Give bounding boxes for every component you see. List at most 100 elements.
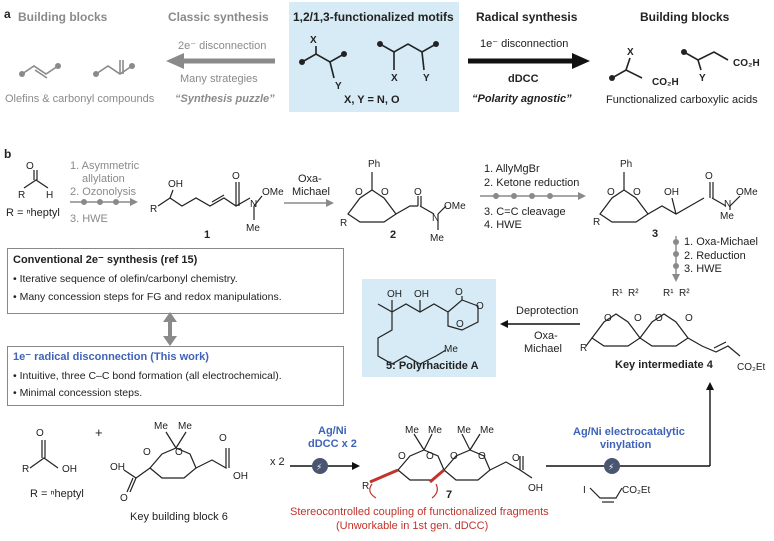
conventional-box [7,248,344,314]
t-o3: O [456,319,464,330]
compound-7-label: 7 [446,489,453,501]
k-r2a: R² [628,288,639,299]
c1-r: R [150,204,158,215]
step3-line2: 2. Ketone reduction [484,177,580,189]
classic-puzzle-label: “Synthesis puzzle” [175,93,275,105]
panel-b-label: b [4,147,12,161]
oxa-michael-1-line2: Michael [292,186,330,198]
c1-ome: OMe [262,187,284,198]
acid-oh: OH [62,464,77,475]
center-title: 1,2/1,3-functionalized motifs [293,10,454,24]
ddcc-arrow: ⚡ [290,458,360,474]
bb-oh: OH [233,471,248,482]
classic-arrow [166,53,275,69]
c2-o2: O [381,187,389,198]
svg-text:⚡: ⚡ [316,463,322,473]
svg-text:⚡: ⚡ [608,463,614,473]
agni-label-2: dDCC x 2 [308,438,357,450]
k-o3: O [655,313,663,324]
bb-o4: O [219,433,227,444]
c2-o1: O [355,187,363,198]
aldehyde-o: O [26,161,34,172]
p-o4: O [478,451,486,462]
radical-tagline: “Polarity agnostic” [472,93,572,105]
t-o1: O [455,287,463,298]
step1-arrow [70,198,138,206]
p-r: R [362,481,370,492]
agni-label-1: Ag/Ni [318,425,347,437]
bb-ho: OH [110,462,125,473]
bb-me1: Me [154,421,168,432]
acid-r: R [22,464,30,475]
double-arrow [163,312,177,346]
acid2-structure [683,51,729,71]
k-r1a: R¹ [612,288,623,299]
c3-oh: OH [664,187,679,198]
plus-sign: + [95,425,103,440]
c3-r: R [593,217,601,228]
motif2-y: Y [423,73,430,84]
right-building-blocks-title: Building blocks [640,10,730,24]
bb-o2: O [175,447,183,458]
motif1-x: X [310,35,317,46]
acid2-y: Y [699,73,706,84]
vinyl-i: I [583,485,586,496]
building-block-label: Key building block 6 [130,511,228,523]
conventional-title: Conventional 2e⁻ synthesis (ref 15) [13,254,198,266]
radical-arrow [468,53,590,69]
radical-disconnection-label: 1e⁻ disconnection [480,38,569,50]
step1-line2: allylation [82,173,125,185]
carbonyl-structure [95,60,133,75]
step4-line2: 2. Reduction [684,250,746,262]
motif2-x: X [391,73,398,84]
step4-line1: 1. Oxa-Michael [684,236,758,248]
bb-o3: O [120,493,128,504]
t-oh1: OH [387,289,402,300]
classic-strategies-label: Many strategies [180,73,258,85]
c3-me: Me [720,211,734,222]
p-me4: Me [480,425,494,436]
compound-2-label: 2 [390,229,397,241]
radical-box-point-1: • Intuitive, three C–C bond formation (a… [13,370,282,382]
deprotection-label: Deprotection [516,305,579,317]
c1-o: O [232,171,240,182]
radical-method-label: dDCC [508,73,539,85]
oxa-michael-arrow-1 [284,199,334,207]
k-o1: O [604,313,612,324]
c3-o1: O [607,187,615,198]
step4-line3: 3. HWE [684,263,722,275]
step3-line3: 3. C=C cleavage [484,206,566,218]
step3-line1: 1. AllyMgBr [484,163,540,175]
aldehyde-h: H [46,190,54,201]
vinylation-arrow: ⚡ [546,382,714,474]
k-o2: O [634,313,642,324]
radical-box [7,346,344,406]
k-r: R [580,343,588,354]
key-intermediate-label: Key intermediate 4 [615,359,713,371]
vinyl-co2et: CO₂Et [622,485,651,496]
left-caption: Olefins & carbonyl compounds [5,93,155,105]
c2-n: N [432,213,440,224]
conventional-point-2: • Many concession steps for FG and redox… [13,291,282,303]
c3-n: N [724,199,732,210]
p-o3: O [450,451,458,462]
radical-synthesis-title: Radical synthesis [476,10,578,24]
oxa-michael-1-line1: Oxa- [298,173,322,185]
step1-line3: 2. Ozonolysis [70,186,137,198]
p-o2: O [426,451,434,462]
step3-arrow [480,192,586,200]
oxa-michael-2-line2: Michael [524,343,562,355]
acid1-structure [611,57,643,79]
bb-o1: O [143,447,151,458]
c3-o2: O [633,187,641,198]
classic-disconnection-label: 2e⁻ disconnection [178,40,267,52]
step1-line1: 1. Asymmetric [70,160,140,172]
c2-me: Me [430,233,444,244]
step1-line4: 3. HWE [70,213,108,225]
k-r2b: R² [679,288,690,299]
k-o4: O [685,313,693,324]
acid1-x: X [627,47,634,58]
stereo-caption-2: (Unworkable in 1st gen. dDCC) [336,520,489,532]
t-oh2: OH [414,289,429,300]
